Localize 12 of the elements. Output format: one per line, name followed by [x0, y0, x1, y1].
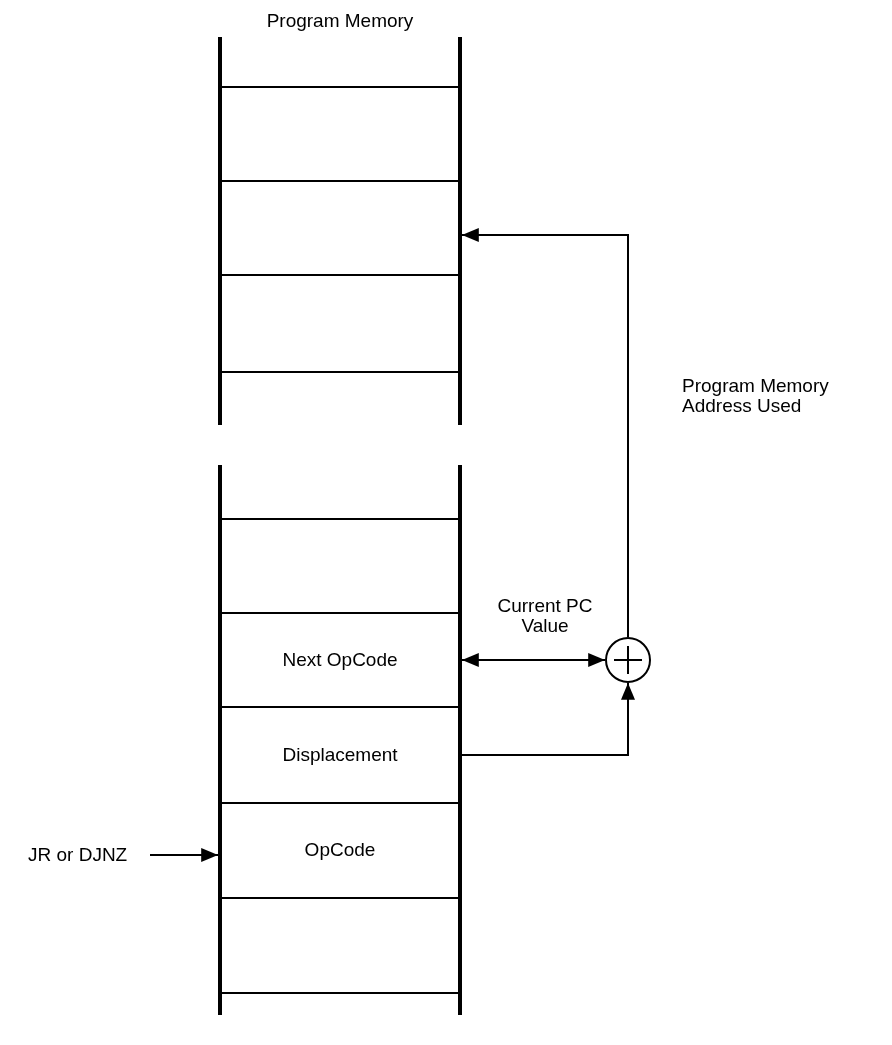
- edge-label: Current PC Value: [496, 596, 594, 636]
- memory-cell: Next OpCode: [218, 613, 462, 707]
- edge-label: Program Memory Address Used: [682, 376, 830, 416]
- column-heading: Program Memory: [265, 9, 415, 33]
- instruction-label: JR or DJNZ: [28, 843, 150, 867]
- arrow: [461, 682, 635, 756]
- memory-column: [218, 465, 462, 1015]
- arrow: [149, 848, 219, 862]
- memory-cell: OpCode: [218, 803, 462, 898]
- arrow: [461, 653, 606, 667]
- memory-cell: Displacement: [218, 707, 462, 803]
- arrow: [461, 228, 629, 638]
